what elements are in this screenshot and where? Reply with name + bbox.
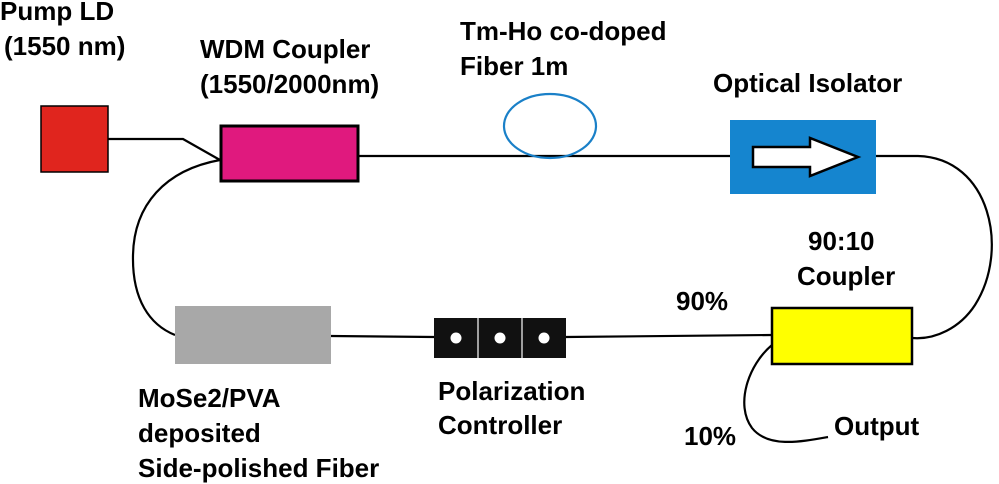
pump-ld-box xyxy=(40,105,109,173)
fiber-isolator-to-coupler xyxy=(876,154,993,340)
polarization-controller xyxy=(434,318,566,358)
gain-fiber-length-label: Fiber 1m xyxy=(460,51,568,81)
output-label: Output xyxy=(834,411,920,441)
optical-isolator-label: Optical Isolator xyxy=(713,68,902,98)
saturable-absorber-label-3: Side-polished Fiber xyxy=(138,453,379,483)
fiber-pc-to-sa xyxy=(330,334,435,339)
fiber-pump-to-wdm xyxy=(108,137,221,161)
coupler-label: Coupler xyxy=(797,261,895,291)
saturable-absorber-box xyxy=(175,306,331,364)
paddle-icon xyxy=(450,332,462,344)
coupler-ratio-label: 90:10 xyxy=(808,226,875,256)
paddle-icon xyxy=(494,332,506,344)
fiber-coil-icon xyxy=(502,92,598,160)
fiber-sa-to-wdm xyxy=(131,158,221,337)
right-arrow-icon xyxy=(751,136,862,178)
wdm-coupler-box xyxy=(219,124,360,183)
saturable-absorber-label-2: deposited xyxy=(138,418,261,448)
paddle-icon xyxy=(538,332,550,344)
saturable-absorber-label: MoSe2/PVA xyxy=(138,383,281,413)
wdm-coupler-wavelength-label: (1550/2000nm) xyxy=(200,69,379,99)
port-10-label: 10% xyxy=(684,421,736,451)
polarization-controller-label-2: Controller xyxy=(438,410,562,440)
fiber-coupler-to-pc xyxy=(565,333,773,339)
gain-fiber-label: Tm-Ho co-doped xyxy=(460,16,667,46)
port-90-label: 90% xyxy=(676,286,728,316)
fiber-paths xyxy=(108,137,993,443)
pump-ld-wavelength-label: (1550 nm) xyxy=(4,31,125,61)
fiber-output xyxy=(743,344,829,443)
wdm-coupler-label: WDM Coupler xyxy=(200,34,370,64)
coupler-90-10-box xyxy=(770,306,914,366)
pump-ld-label: Pump LD xyxy=(0,0,114,26)
polarization-controller-label: Polarization xyxy=(438,376,585,406)
optical-isolator xyxy=(730,120,876,194)
